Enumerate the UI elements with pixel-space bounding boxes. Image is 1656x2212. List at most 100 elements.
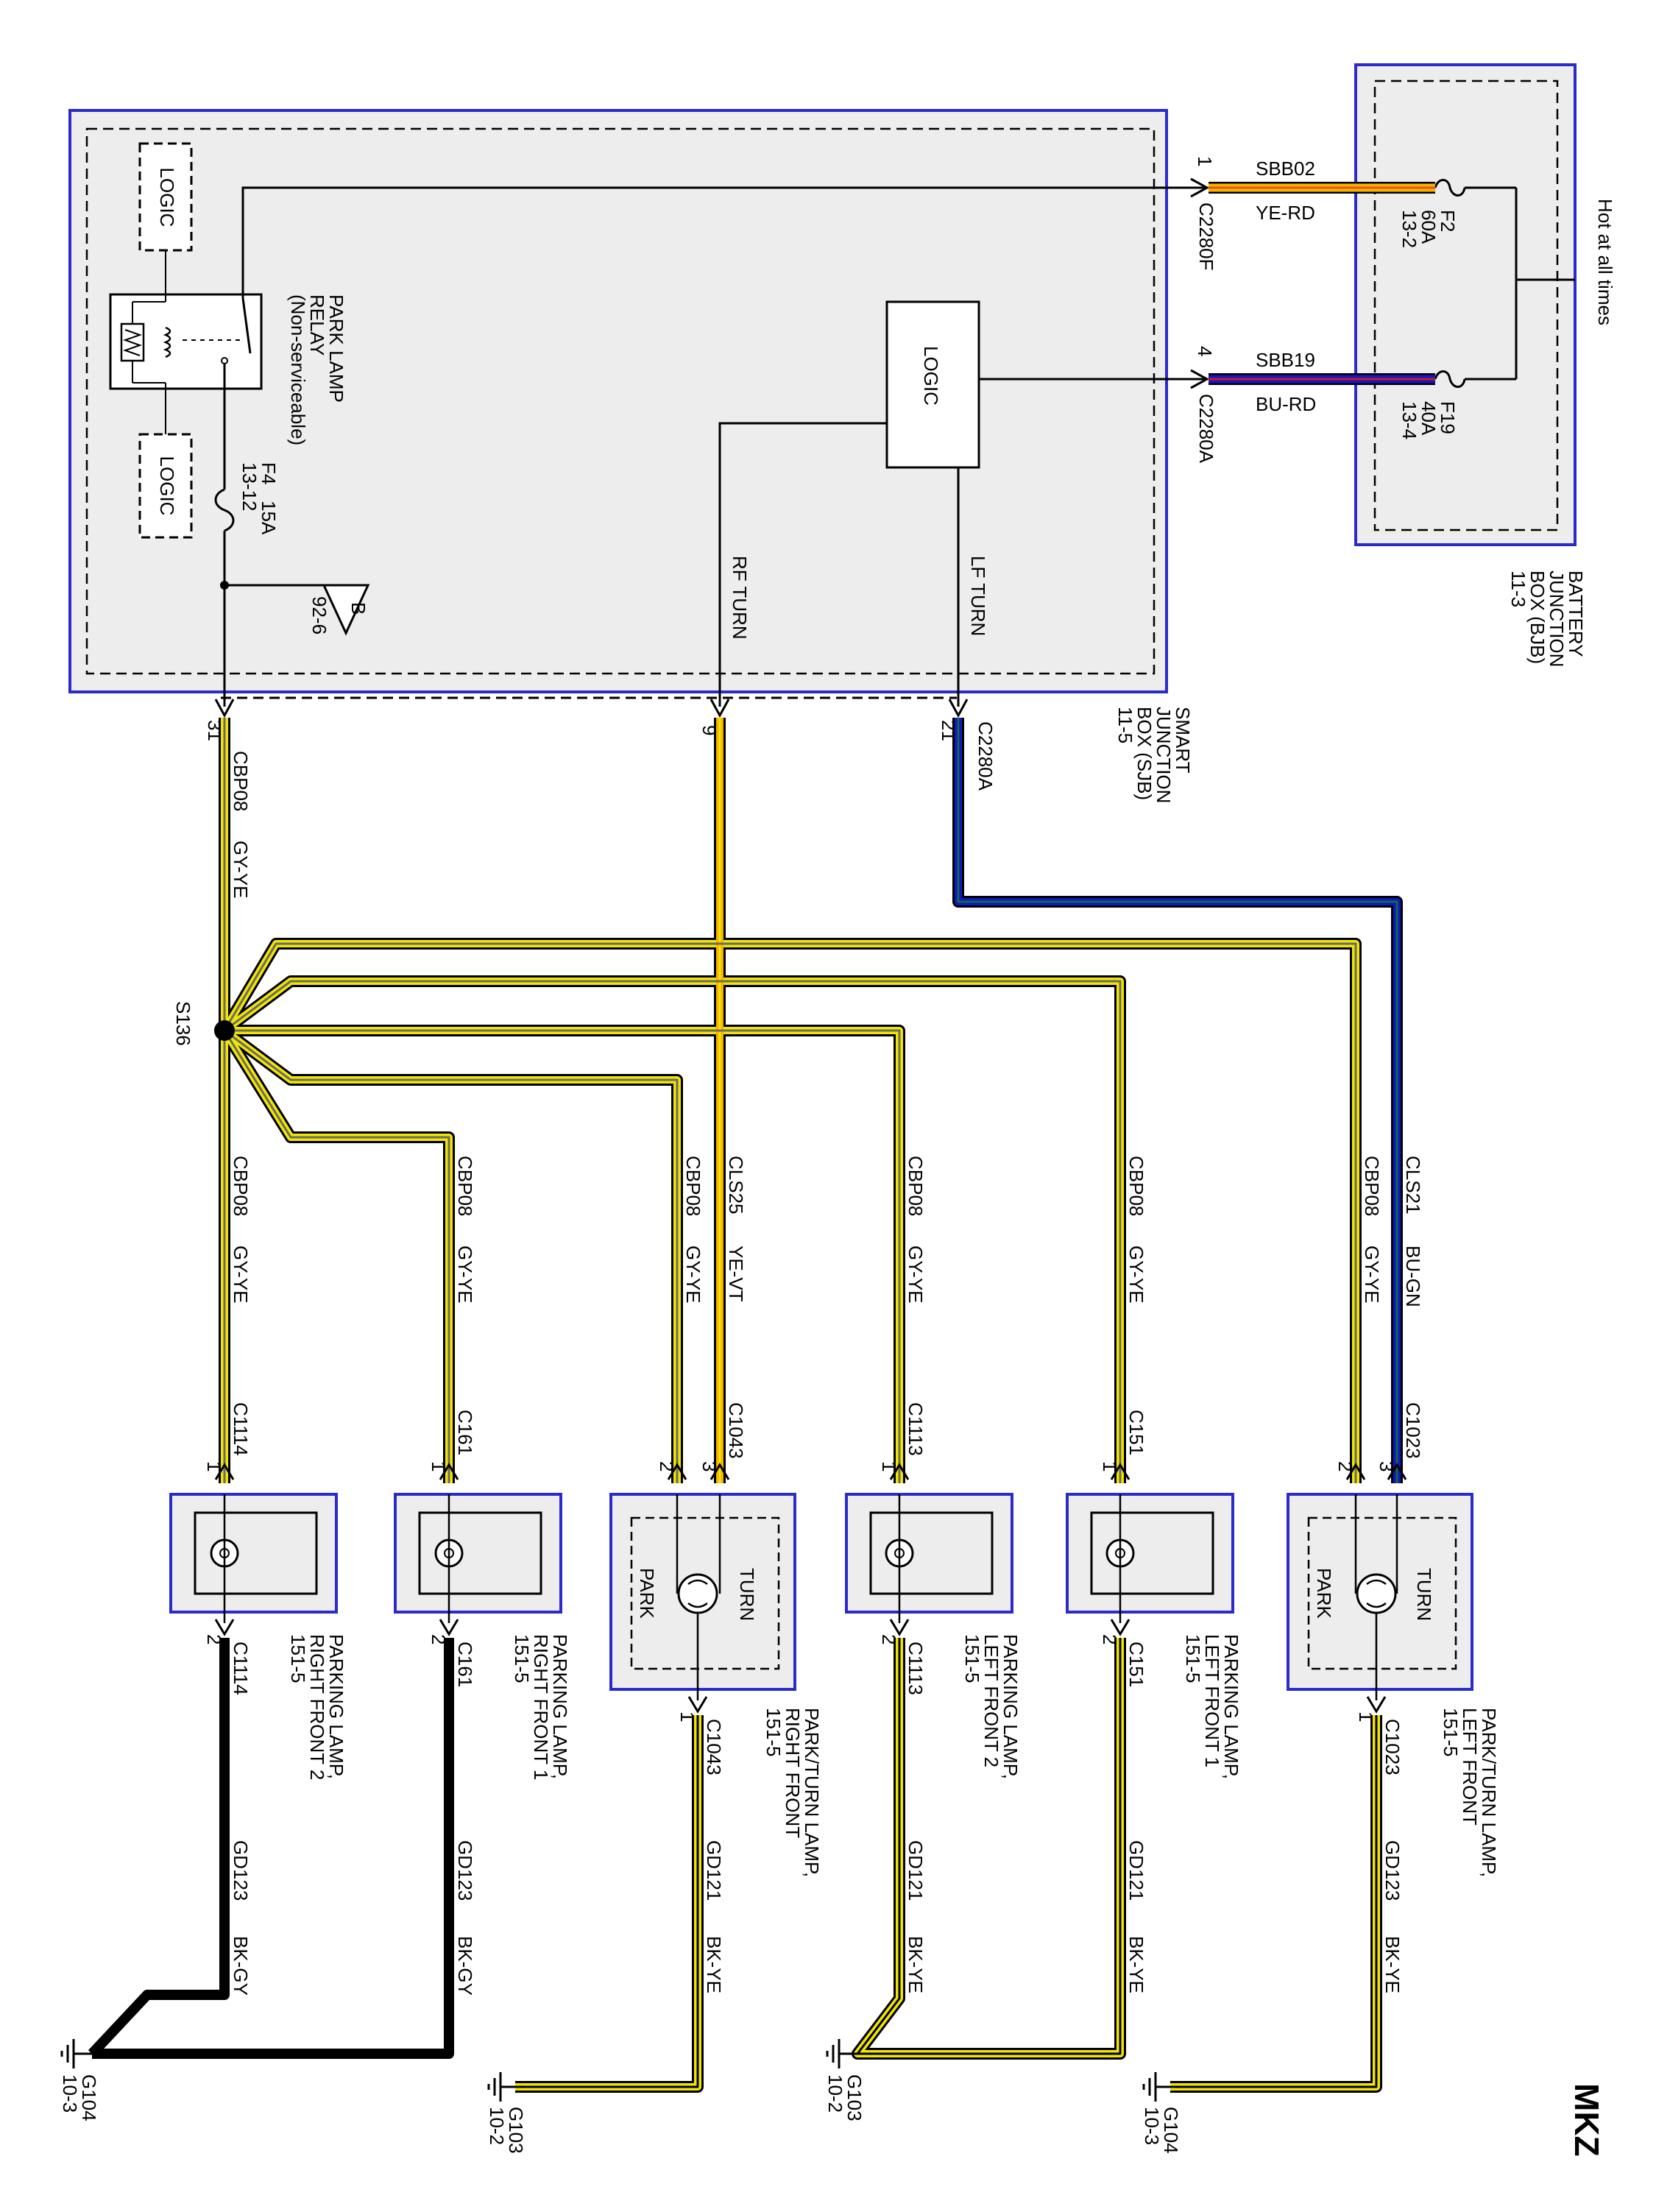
fuse-f2-name: F2 [1437, 210, 1459, 232]
lamp3-pin-turn-arrow [710, 1463, 730, 1480]
sjb-label-l3: BOX (SJB) [1133, 707, 1156, 800]
cls25-color: YE-VT [725, 1245, 747, 1302]
lamp1-connector-bottom: C1114 [230, 1642, 252, 1695]
gd121-c151-color: BK-YE [1125, 1936, 1147, 1993]
wire-s136-c1023-stripe [223, 942, 1357, 1483]
sjb-label-l4: 11-5 [1114, 707, 1136, 743]
lamp3-dual-filament [687, 1579, 708, 1608]
cbp08-c1043-name: CBP08 [682, 1156, 704, 1216]
cls25-name: CLS25 [725, 1156, 747, 1215]
wire-rf-turn-internal [718, 422, 887, 707]
lamp5-pin-out-arrow [1110, 1619, 1130, 1636]
wire-s136-c1043-stripe [224, 1029, 679, 1483]
wire-s136-c161-stripe [223, 1030, 450, 1483]
sjb-label-l2: JUNCTION [1153, 707, 1175, 803]
fuse-f2-rating: 60A [1418, 210, 1440, 244]
c2280f-label: C2280F [1195, 202, 1217, 271]
cbp08-c1113-color: GY-YE [905, 1245, 927, 1304]
wire-gd123-c1023-stripe [1170, 1715, 1378, 2088]
cbp08-c1113-name: CBP08 [905, 1156, 927, 1216]
lamp1-connector-top: C1114 [230, 1402, 252, 1456]
fuse-f2-ref: 13-2 [1398, 210, 1420, 248]
wire-s136-c1023-outline [219, 938, 1362, 1483]
fuse-f2 [1434, 179, 1466, 197]
ground-g103-a-name: G103 [505, 2107, 527, 2154]
lamp6-connector-top: C1023 [1402, 1402, 1424, 1459]
lamp4-connector-bottom: C1113 [905, 1642, 927, 1695]
c2280a-label-bottom: C2280A [974, 721, 997, 791]
lamp1-ref: 151-5 [287, 1634, 309, 1683]
cls21-name: CLS21 [1402, 1156, 1424, 1215]
lamp6-pin-out-arrow [1366, 1696, 1387, 1714]
splice-s136 [214, 1020, 235, 1041]
ground-g104-b-ref: 10-3 [1141, 2107, 1163, 2145]
lamp4-connector-top: C1113 [905, 1402, 927, 1456]
relay-label-l1: PARK LAMP [325, 294, 347, 403]
connector-c2280a-pin4-arrow [1190, 369, 1210, 389]
sjb-turn-logic-box [885, 300, 980, 469]
wire-cls21-outline [952, 718, 1403, 1483]
fuse-f4-rating: 15A [258, 501, 280, 535]
ground-g103-b-ref: 10-2 [824, 2074, 846, 2113]
lamp2-ref: 151-5 [511, 1634, 533, 1683]
fuse-f4-ref: 13-12 [238, 462, 261, 512]
sbb19-color: BU-RD [1256, 393, 1316, 415]
lamp5-pin-in-arrow [1110, 1463, 1130, 1480]
lamp3-connector-bottom: C1043 [703, 1719, 725, 1775]
harness [219, 718, 1403, 1483]
lamp2-pin-in: 1 [428, 1461, 450, 1471]
cbp08-c161-name: CBP08 [454, 1156, 476, 1216]
relay-label-l3: (Non-serviceable) [287, 294, 309, 445]
relay-coil-zigzag [122, 329, 143, 356]
lamp2-title-l1: PARKING LAMP, [549, 1634, 571, 1779]
wire-gd123-c161 [92, 1638, 454, 2059]
lamp6-pin-turn-arrow [1387, 1463, 1407, 1480]
ground-g104-b-name: G104 [1160, 2107, 1182, 2154]
lamp6-turn-label: TURN [1413, 1568, 1435, 1621]
sjb-frame [68, 109, 1168, 693]
ground-g104-a-ref: 10-3 [59, 2074, 81, 2113]
cbp08-trunk-name: CBP08 [230, 751, 252, 811]
wire-gd123-c1023 [1170, 1715, 1380, 2091]
cbp08-c151-name: CBP08 [1125, 1156, 1147, 1216]
hot-at-all-times: Hot at all times [1594, 199, 1616, 325]
lamp1-pin-in: 1 [203, 1461, 225, 1471]
c2280a-pin4: 4 [1194, 346, 1216, 356]
lamp4-pin-in: 1 [878, 1461, 900, 1471]
lamp6-title-l1: PARK/TURN LAMP, [1478, 1708, 1500, 1877]
lamp5-title-l1: PARKING LAMP, [1220, 1634, 1242, 1779]
lamp3-ref: 151-5 [762, 1708, 785, 1757]
bjb-frame [1354, 63, 1577, 546]
lamp5-housing [1090, 1511, 1214, 1595]
gd123-c1114-color: BK-GY [230, 1936, 252, 1996]
lamp3-pin-out-arrow [687, 1696, 708, 1714]
sjb-logic-box-top [138, 142, 193, 252]
sjb-logic-box-bottom [138, 433, 193, 539]
lamp6-connector-bottom: C1023 [1381, 1719, 1404, 1775]
sjb-ground-triangle [322, 584, 370, 636]
lamp3-pin-turn: 3 [698, 1461, 721, 1471]
wire-s136-c161 [221, 1028, 453, 1483]
cbp08-c1114-name: CBP08 [230, 1156, 252, 1216]
cbp08-c151-color: GY-YE [1125, 1245, 1147, 1304]
gd121-c1043-color: BK-YE [703, 1936, 725, 1993]
relay-coil [163, 326, 171, 358]
bjb-label-l1: BATTERY [1565, 570, 1587, 657]
lamp2-pin-in-arrow [439, 1463, 459, 1480]
sjb-ground-letter: B [347, 602, 369, 615]
ground-g104-a-icon [60, 2039, 92, 2068]
lamp1-title-l2: RIGHT FRONT 2 [306, 1634, 328, 1780]
wire-s136-c1113 [224, 1027, 903, 1483]
lamp5-connector-top: C151 [1125, 1410, 1147, 1455]
fuse-f4 [214, 488, 235, 532]
sjb-logic-label-top: LOGIC [156, 168, 178, 227]
sjb-inner-dashed [85, 127, 1156, 675]
gd123-c161-color: BK-GY [454, 1936, 476, 1996]
fuse-f19-ref: 13-4 [1398, 401, 1420, 439]
bjb-label-l4: 11-3 [1507, 570, 1529, 607]
sjb-pin31-arrow [214, 699, 235, 718]
ground-g103-a-icon [487, 2072, 515, 2102]
lamp3-title-l2: RIGHT FRONT [782, 1708, 804, 1838]
